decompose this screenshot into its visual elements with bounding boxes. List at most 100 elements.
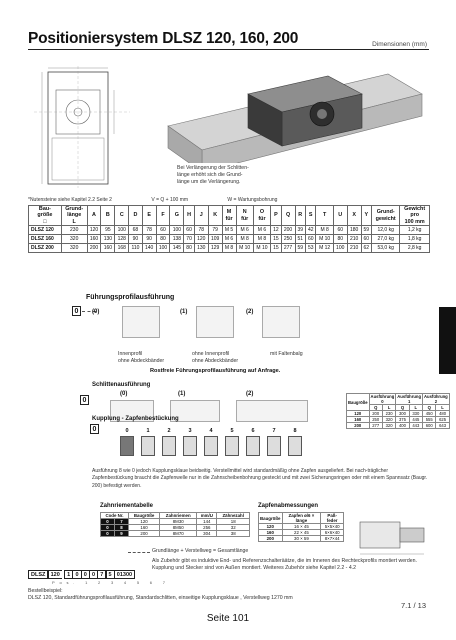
spec-cell: 168 [114, 243, 130, 253]
spec-cell: 78 [193, 225, 209, 235]
spec-cell: 320 [60, 234, 88, 244]
spec-cell: 2,8 kg [399, 243, 430, 253]
spec-cell: 120 [193, 234, 209, 244]
spec-header-cell: U [332, 205, 348, 226]
slide-cell: 320 [381, 422, 397, 429]
spec-header-cell: G [169, 205, 185, 226]
spec-cell: 78 [141, 225, 157, 235]
dimension-unit-label: Dimensionen (mm) [372, 41, 427, 48]
gear-cell: 38 [216, 530, 250, 537]
gear-table: Code Nr. Baugröße Zahnriemen mm/U Zähnez… [100, 512, 250, 537]
spec-cell: M 10 [315, 234, 334, 244]
coupling-option-image [267, 436, 281, 456]
spec-cell: M 6 [252, 225, 272, 235]
page-number: Seite 101 [206, 613, 250, 624]
slide-option-2-code: (2) [246, 391, 254, 397]
spec-cell: 90 [141, 234, 157, 244]
spec-header-cell: H [183, 205, 195, 226]
spec-cell: M 10 [252, 243, 272, 253]
spec-cell: 53 [304, 243, 317, 253]
spec-cell: M 6 [221, 234, 237, 244]
coupling-option: 7 [265, 428, 283, 456]
slide-cell: 443 [408, 422, 424, 429]
spec-cell: 160 [100, 243, 116, 253]
coupling-option: 3 [181, 428, 199, 456]
spec-cell: 80 [332, 234, 348, 244]
slide-cell: 200 [346, 422, 370, 429]
page-code: 7.1 / 13 [400, 601, 426, 610]
spec-header-cell: E [141, 205, 157, 226]
technical-drawing [34, 66, 130, 188]
profile-option-1-code: (1) [180, 309, 188, 315]
spec-cell: DLSZ 160 [28, 234, 62, 244]
spec-cell: 42 [304, 225, 317, 235]
spec-cell: 128 [114, 234, 130, 244]
stainless-note: Rostfreie Führungsprofilausführung auf A… [150, 368, 281, 374]
spec-cell: 200 [280, 225, 296, 235]
coupling-option-image [288, 436, 302, 456]
spec-cell: 160 [86, 234, 102, 244]
spec-header-cell: Q [280, 205, 296, 226]
spec-cell: M 10 [235, 243, 254, 253]
spec-header-cell: N für [235, 205, 254, 226]
profile-code-box: 0 [72, 306, 81, 316]
spec-cell: 68 [128, 225, 143, 235]
pin-cell: 200 [258, 535, 283, 542]
coupling-option-image [162, 436, 176, 456]
coupling-code-box: 0 [90, 424, 99, 434]
spec-cell: M 6 [235, 225, 254, 235]
coupling-option-label: 1 [146, 428, 150, 434]
slide-section-title: Schlittenausführung [92, 382, 151, 388]
total-length-annotation: Grundlänge + Verstellweg = Gesamtlänge [152, 548, 249, 554]
spec-header-cell: A [86, 205, 102, 226]
spec-header-cell: D [128, 205, 143, 226]
coupling-option: 8 [286, 428, 304, 456]
coupling-option: 6 [244, 428, 262, 456]
spec-cell: 100 [155, 243, 171, 253]
slide-option-1-image [170, 400, 220, 422]
pin-cell: 30 × 59 [281, 535, 322, 542]
slide-cell: 643 [435, 422, 450, 429]
spec-cell: 109 [207, 234, 223, 244]
spec-cell: 53,0 kg [371, 243, 401, 253]
slide-option-2-image [236, 400, 308, 422]
spec-cell: M 8 [221, 243, 237, 253]
slide-option-0-code: (0) [120, 391, 128, 397]
spec-cell: 60 [332, 225, 348, 235]
spec-cell: 51 [294, 234, 307, 244]
spec-cell: 95 [100, 225, 116, 235]
gear-cell: 0 [100, 530, 115, 537]
pin-table-title: Zapfenabmessungen [258, 503, 319, 509]
spec-cell: 120 [86, 225, 102, 235]
spec-cell: 39 [294, 225, 307, 235]
coupling-option-label: 6 [251, 428, 255, 434]
spec-cell: 79 [207, 225, 223, 235]
coupling-option-label: 5 [230, 428, 234, 434]
spec-header-cell: Gewicht pro 100 mm [399, 205, 430, 226]
coupling-option-label: 7 [272, 428, 276, 434]
spec-cell: M 8 [252, 234, 272, 244]
spec-header-cell: F [155, 205, 171, 226]
header-rule [28, 49, 429, 51]
spec-cell: 200 [86, 243, 102, 253]
page-title: Positioniersystem DLSZ 120, 160, 200 [28, 30, 299, 47]
spec-cell: 210 [346, 234, 362, 244]
spec-header-cell: Grund- gewicht [371, 205, 401, 226]
spec-cell: 100 [332, 243, 348, 253]
spec-cell: DLSZ 200 [28, 243, 62, 253]
spec-cell: 130 [193, 243, 209, 253]
coupling-section-title: Kupplung - Zapfenbestückung [92, 416, 179, 422]
spec-cell: 80 [155, 234, 171, 244]
order-example: Bestellbeispiel: DLSZ 120, Standardführu… [28, 588, 293, 602]
gear-cell: 200 [127, 530, 161, 537]
slide-cell: 277 [368, 422, 383, 429]
coupling-option-image [141, 436, 155, 456]
profile-option-0-desc: Innenprofil ohne Abdeckbänder [118, 351, 165, 365]
spec-header-cell: O für [252, 205, 272, 226]
